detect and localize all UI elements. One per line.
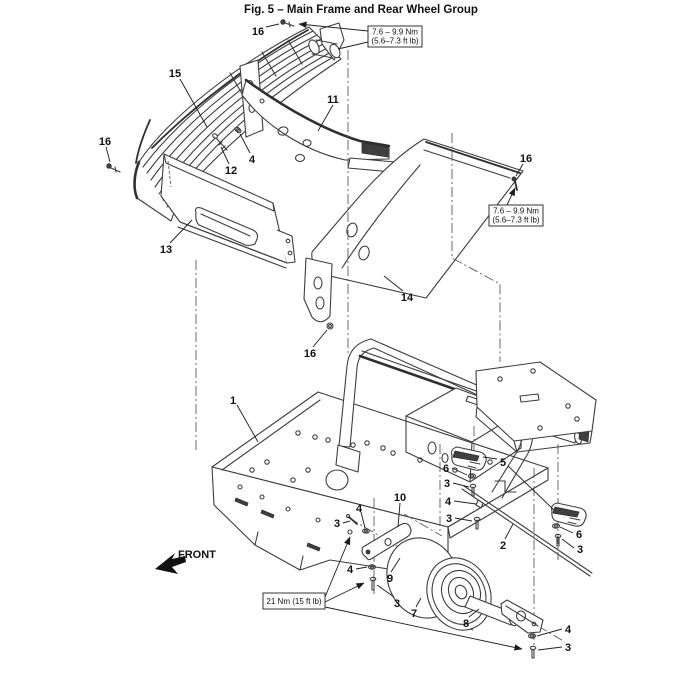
callout-6-right: 6 [576, 529, 582, 541]
callout-13: 13 [160, 244, 172, 256]
axle-mount-plate [500, 599, 544, 634]
callout-3-right: 3 [577, 544, 583, 556]
callout-16-top: 16 [252, 26, 264, 38]
front-indicator: FRONT [155, 549, 216, 574]
bolt-12 [212, 133, 228, 151]
callout-4-bottomright: 4 [565, 624, 572, 636]
callout-12: 12 [225, 165, 237, 177]
torque-lower-line1: 21 Nm (15 ft lb) [266, 597, 321, 606]
screw-16-right [511, 176, 518, 191]
torque-note-upper: 7.6 – 9.9 Nm (5.6–7.3 ft lb) [367, 25, 423, 48]
callout-4-wheel: 4 [356, 503, 363, 515]
part-15-grille-panel [133, 26, 342, 222]
screw-16-top [280, 19, 295, 28]
sleeve-4-rod [475, 499, 484, 509]
part-13-rear-panel [160, 153, 296, 269]
bolt-3-left [469, 483, 477, 497]
washer-4-bottomright [527, 633, 537, 639]
leader-lines [105, 21, 575, 651]
front-arrow-icon [155, 553, 186, 574]
torque-right-line2: (5.6–7.3 ft lb) [492, 216, 539, 225]
callout-10: 10 [394, 492, 406, 504]
callout-8: 8 [463, 618, 469, 630]
callout-16-mid: 16 [304, 348, 316, 360]
bolt-3-mid [369, 576, 377, 591]
torque-note-lower: 21 Nm (15 ft lb) [262, 592, 326, 610]
hardware-fasteners [106, 19, 562, 659]
callout-3-left: 3 [444, 478, 450, 490]
callout-6-left: 6 [443, 463, 449, 475]
torque-upper-line1: 7.6 – 9.9 Nm [372, 28, 418, 37]
washer-4-wheel [362, 528, 370, 534]
part-5-clamp-brackets [451, 446, 587, 527]
callout-3-mid: 3 [394, 598, 400, 610]
part-11-upper-tube [308, 22, 345, 61]
callout-1: 1 [230, 395, 236, 407]
washer-6-right [551, 523, 561, 529]
callout-9: 9 [387, 573, 393, 585]
pin-3-wheel [345, 513, 358, 525]
washer-6-left [467, 473, 477, 479]
callout-7: 7 [411, 608, 417, 620]
front-label: FRONT [178, 549, 216, 561]
washer-4-topleft [234, 126, 242, 134]
callout-5: 5 [500, 457, 506, 469]
callout-2: 2 [500, 540, 506, 552]
torque-right-line1: 7.6 – 9.9 Nm [493, 207, 539, 216]
torque-note-right: 7.6 – 9.9 Nm (5.6–7.3 ft lb) [488, 204, 544, 227]
callout-4-topleft: 4 [249, 154, 256, 166]
callout-11: 11 [327, 94, 339, 106]
torque-upper-line2: (5.6–7.3 ft lb) [371, 37, 418, 46]
callout-15: 15 [169, 68, 181, 80]
callout-14: 14 [401, 292, 414, 304]
figure-title: Fig. 5 – Main Frame and Rear Wheel Group [244, 4, 478, 16]
part-11-frame-channel [239, 59, 396, 173]
bolt-3-right [554, 533, 562, 547]
callout-3-left2: 3 [446, 513, 452, 525]
part-14-side-panel [303, 138, 524, 323]
bolt-3-rod [473, 516, 481, 530]
nut-16-mid [326, 322, 334, 330]
callout-16-right: 16 [520, 153, 532, 165]
bolt-3-bottomright [529, 645, 537, 659]
callout-3-bottomright: 3 [565, 642, 571, 654]
callout-16-left: 16 [99, 136, 111, 148]
callout-labels: 16 15 11 16 4 12 13 16 14 16 1 6 3 4 3 5… [99, 26, 583, 654]
callout-4-left: 4 [445, 496, 452, 508]
callout-3-wheel: 3 [334, 518, 340, 530]
washer-4-mid [367, 564, 377, 570]
callout-4-mid: 4 [347, 564, 354, 576]
part-10-axle-bar [361, 522, 412, 561]
screw-16-left [106, 163, 121, 173]
